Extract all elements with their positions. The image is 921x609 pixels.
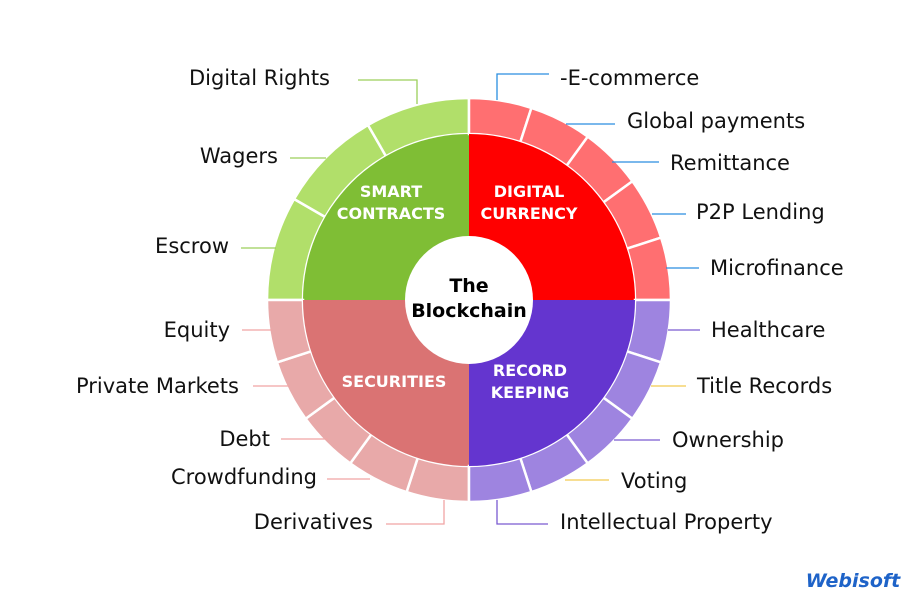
use-case-label: Remittance (670, 151, 790, 175)
use-case-label: -E-commerce (560, 66, 699, 90)
leader-line (496, 73, 549, 100)
record-keeping-quadrant (469, 300, 635, 466)
use-case-label: Healthcare (711, 318, 825, 342)
use-case-label: Crowdfunding (171, 465, 317, 489)
digital-currency-quadrant (469, 134, 635, 300)
center-circle (405, 236, 533, 364)
use-case-label: Derivatives (254, 510, 373, 534)
use-case-label: Digital Rights (189, 66, 330, 90)
use-case-label: Debt (219, 427, 270, 451)
use-case-label: Wagers (200, 144, 278, 168)
use-case-label: Microfinance (710, 256, 844, 280)
use-case-label: P2P Lending (696, 200, 825, 224)
leader-line (496, 500, 548, 525)
use-case-label: Equity (164, 318, 230, 342)
leader-line (358, 79, 418, 104)
use-case-label: Global payments (627, 109, 805, 133)
securities-quadrant (303, 300, 469, 466)
use-case-label: Title Records (696, 374, 832, 398)
use-case-label: Ownership (672, 428, 784, 452)
webisoft-logo: Webisoft (806, 570, 901, 592)
use-case-label: Intellectual Property (560, 510, 773, 534)
securities-label: SECURITIES (342, 372, 447, 391)
use-case-label: Escrow (155, 234, 229, 258)
use-case-label: Voting (621, 469, 687, 493)
use-case-label: Private Markets (76, 374, 239, 398)
leader-line (386, 500, 445, 525)
smart-contracts-quadrant (303, 134, 469, 300)
